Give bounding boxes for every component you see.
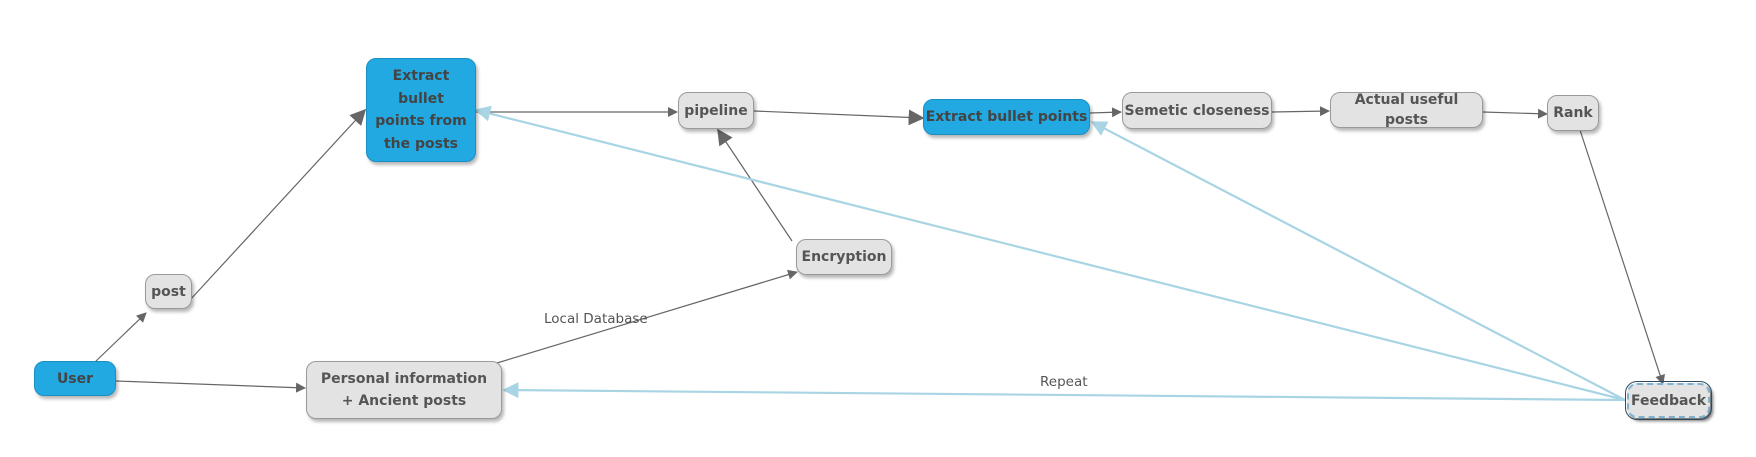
node-extract-bullet-points[interactable]: Extract bullet points [923, 99, 1090, 135]
node-rank-label: Rank [1553, 105, 1593, 121]
edge-encryption-to-pipeline [717, 128, 793, 242]
edge-feedback-to-extract-bullet-points [1090, 121, 1626, 401]
edge-pipeline-to-extract-bullet-points [753, 109, 925, 126]
node-extract-bullet-points-label: Extract bullet points [925, 109, 1088, 125]
node-pipeline[interactable]: pipeline [678, 92, 754, 129]
node-actual-useful-posts-label: Actual useful posts [1354, 92, 1459, 128]
node-feedback-label: Feedback [1630, 392, 1707, 409]
edge-label-local-database: Local Database [544, 311, 648, 327]
edge-feedback-to-extract-from-posts [474, 105, 1626, 402]
edge-personal-info-to-encryption [496, 269, 798, 364]
edge-user-to-personal-info [115, 380, 306, 393]
edge-feedback-to-personal-info [502, 382, 1626, 402]
node-actual-useful-posts[interactable]: Actual useful posts [1330, 92, 1483, 128]
node-post-label: post [151, 283, 186, 300]
node-user-label: User [56, 370, 94, 387]
node-personal-info[interactable]: Personal information + Ancient posts [306, 361, 502, 419]
node-semetic-closeness-label: Semetic closeness [1124, 102, 1270, 119]
edge-semetic-to-actual-useful [1271, 106, 1330, 117]
node-feedback[interactable]: Feedback [1625, 381, 1712, 420]
edge-extract-bullet-points-to-semetic [1089, 107, 1122, 118]
edge-post-to-extract-from-posts [189, 108, 367, 301]
node-extract-from-posts[interactable]: Extract bullet points from the posts [366, 58, 476, 162]
node-encryption-label: Encryption [801, 249, 887, 265]
edge-label-repeat: Repeat [1040, 374, 1088, 390]
node-rank[interactable]: Rank [1547, 95, 1599, 131]
node-pipeline-label: pipeline [684, 102, 748, 119]
node-personal-info-label: Personal information + Ancient posts [320, 371, 488, 409]
edge-user-to-post [94, 312, 147, 363]
edge-rank-to-feedback [1579, 129, 1665, 385]
node-post[interactable]: post [145, 274, 192, 309]
node-semetic-closeness[interactable]: Semetic closeness [1122, 92, 1272, 129]
node-user[interactable]: User [34, 361, 116, 396]
node-encryption[interactable]: Encryption [796, 239, 892, 275]
node-extract-from-posts-label: Extract bullet points from the posts [375, 68, 467, 152]
edge-actual-useful-to-rank [1482, 108, 1548, 119]
